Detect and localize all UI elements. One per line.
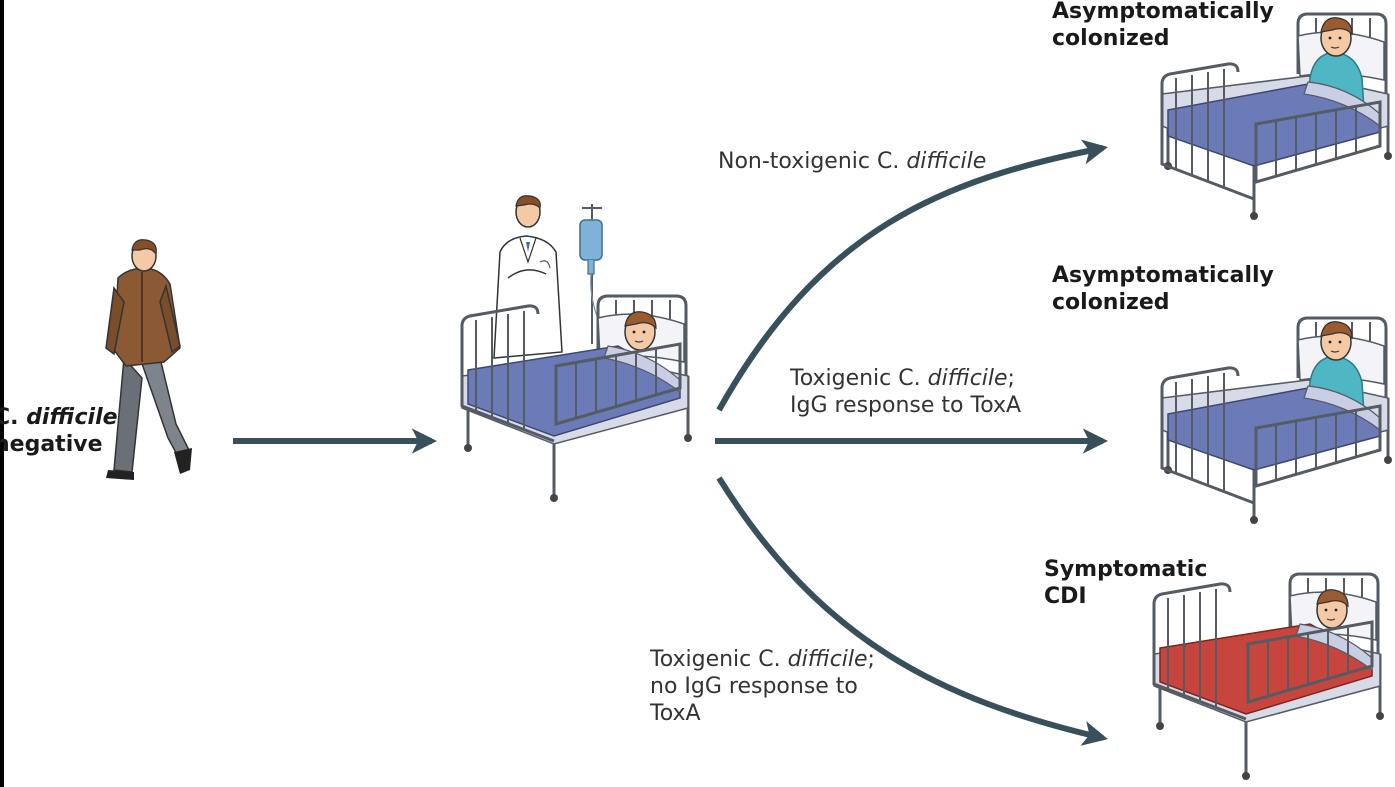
bottom-path-genus: C. <box>758 647 781 672</box>
bottom-outcome-arrow <box>716 476 1108 746</box>
top-outcome-arrow <box>716 139 1108 412</box>
middle-path-species: difficile <box>927 366 1008 391</box>
middle-path-line2: IgG response to ToxA <box>790 393 1022 418</box>
doctor-icon <box>493 195 563 359</box>
top-path-species: difficile <box>906 149 987 174</box>
bottom-outcome-label: Symptomatic CDI <box>1044 556 1207 610</box>
top-outcome-line2: colonized <box>1052 26 1170 51</box>
middle-outcome-label: Asymptomatically colonized <box>1052 262 1274 316</box>
bed-blanket <box>467 345 681 437</box>
bottom-path-species: difficile <box>787 647 868 672</box>
left-edge-bar <box>0 0 4 787</box>
start-label: C. difficile negative <box>0 404 118 458</box>
arrows <box>233 139 1109 746</box>
bottom-path-line2: no IgG response to <box>650 674 858 699</box>
bottom-path-line3: ToxA <box>650 701 701 726</box>
middle-path-prefix: Toxigenic <box>790 366 899 391</box>
walking-person-icon <box>105 239 192 480</box>
start-genus: C. <box>0 405 19 430</box>
middle-outcome-line1: Asymptomatically <box>1052 263 1274 288</box>
hospital-bed-icon <box>1160 316 1394 526</box>
top-path-prefix: Non-toxigenic <box>718 149 877 174</box>
top-path-genus: C. <box>876 149 900 174</box>
top-outcome-label: Asymptomatically colonized <box>1052 0 1274 52</box>
hospital-bed-icon <box>1152 572 1386 782</box>
bottom-path-label: Toxigenic C. difficile; no IgG response … <box>650 646 875 727</box>
middle-outcome-line2: colonized <box>1052 290 1170 315</box>
start-status: negative <box>0 432 103 457</box>
bottom-outcome-line1: Symptomatic <box>1044 557 1208 582</box>
top-path-label: Non-toxigenic C. difficile <box>718 148 986 175</box>
start-species: difficile <box>26 405 118 430</box>
bottom-outcome-line2: CDI <box>1044 584 1087 609</box>
middle-path-suffix: ; <box>1007 366 1015 391</box>
bottom-path-prefix: Toxigenic <box>650 647 759 672</box>
middle-path-label: Toxigenic C. difficile; IgG response to … <box>790 365 1021 419</box>
bed-blanket-red <box>1159 623 1373 715</box>
top-outcome-line1: Asymptomatically <box>1052 0 1274 24</box>
bottom-path-suffix: ; <box>867 647 875 672</box>
middle-path-genus: C. <box>898 366 921 391</box>
hospital-bed-icon <box>460 294 694 504</box>
hospital-bed-icon <box>1160 12 1394 222</box>
